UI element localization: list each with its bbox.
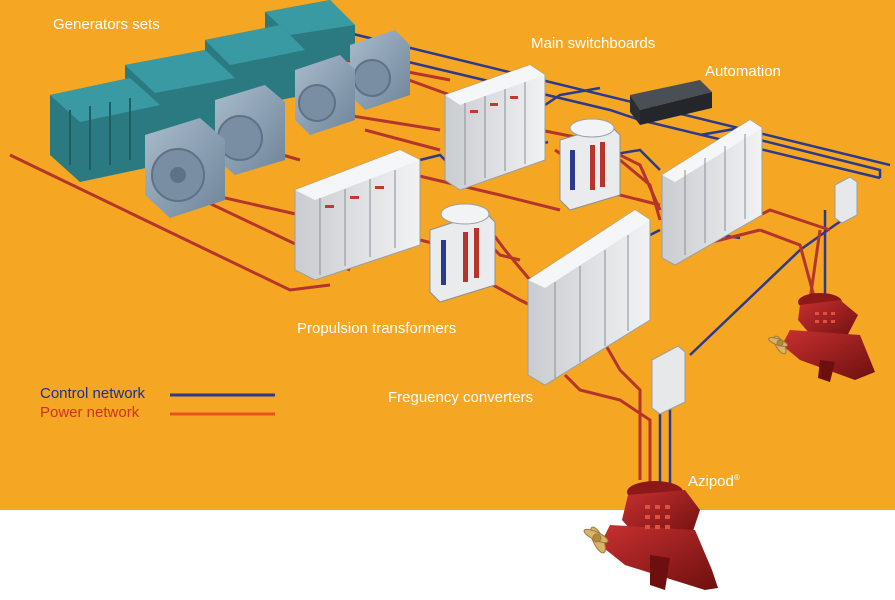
label-azipod: Azipod® — [688, 473, 740, 490]
legend-power-label: Power network — [40, 404, 140, 421]
azipod-icon — [600, 293, 875, 590]
generator-set-icon — [50, 0, 410, 218]
switchboard-icon — [294, 64, 546, 281]
label-automation: Automation — [705, 63, 781, 80]
transformer-icon — [429, 118, 621, 303]
label-frequency-converters: Freguency converters — [388, 389, 534, 406]
converter-cabinet-icon — [527, 119, 763, 386]
label-propulsion-transformers: Propulsion transformers — [297, 320, 457, 337]
label-generator-sets: Generators sets — [53, 16, 160, 33]
junction-box-icon — [651, 176, 858, 415]
registered-mark: ® — [733, 473, 740, 482]
automation-console-icon — [630, 80, 712, 125]
propeller-icon — [583, 335, 788, 554]
label-azipod-text: Azipod — [688, 473, 734, 490]
legend-control-label: Control network — [40, 385, 146, 402]
label-main-switchboards: Main switchboards — [531, 35, 656, 52]
